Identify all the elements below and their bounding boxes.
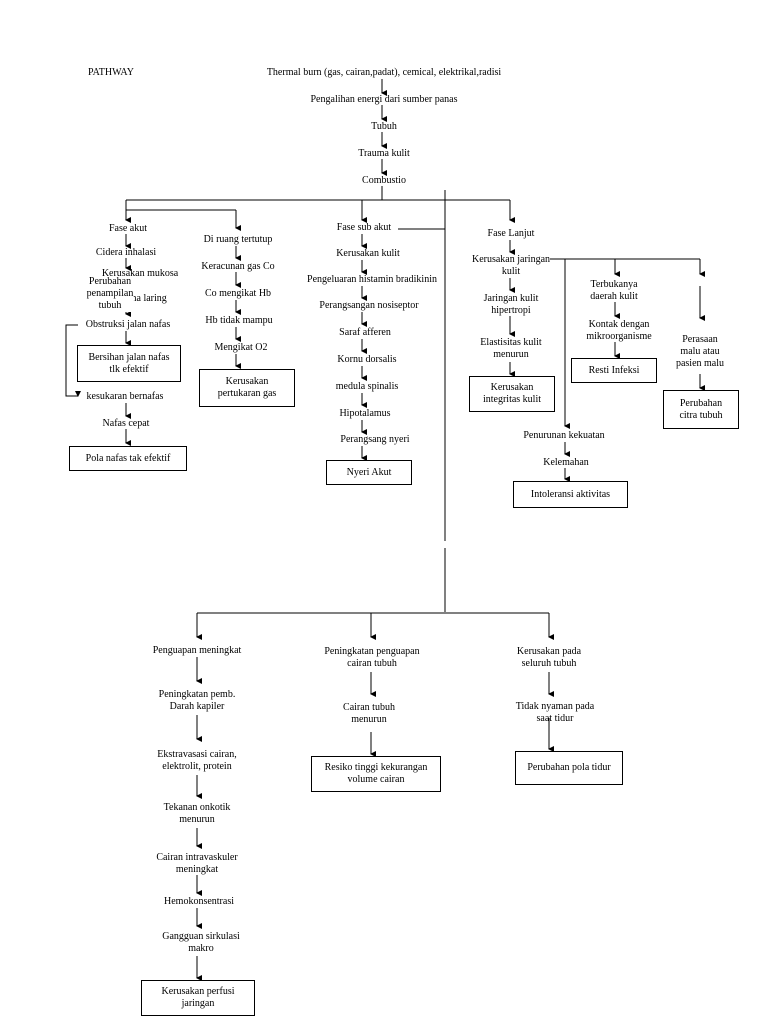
node-combustio: Combustio xyxy=(362,175,406,186)
node-tissue-damage: Kerusakan jaringan kulit xyxy=(471,254,551,277)
node-pain-stimulus: Perangsang nyeri xyxy=(340,434,410,445)
node-breathing-difficulty: kesukaran bernafas xyxy=(86,391,164,402)
node-closed-room: Di ruang tertutup xyxy=(203,234,273,245)
node-macro-circulation: Gangguan sirkulasi makro xyxy=(162,931,240,954)
node-bind-o2: Mengikat O2 xyxy=(214,342,268,353)
node-skin-open: Terbukanya daerah kulit xyxy=(590,279,638,302)
node-capillary-increase: Peningkatan pemb. Darah kapiler xyxy=(158,689,236,712)
node-afferent-nerve: Saraf afferen xyxy=(339,327,391,338)
node-source: Thermal burn (gas, cairan,padat), cemica… xyxy=(266,67,502,78)
node-late-phase: Fase Lanjut xyxy=(487,228,535,239)
node-elasticity-decrease: Elastisitas kulit menurun xyxy=(480,337,542,360)
dx-airway-clearance: Bersihan jalan nafas tlk efektif xyxy=(77,345,181,382)
node-skin-trauma: Trauma kulit xyxy=(358,148,410,159)
node-rapid-breathing: Nafas cepat xyxy=(102,418,150,429)
dx-fluid-volume-risk: Resiko tinggi kekurangan volume cairan xyxy=(311,756,441,792)
node-co-poisoning: Keracunan gas Co xyxy=(201,261,275,272)
dx-breathing-pattern: Pola nafas tak efektif xyxy=(69,446,187,471)
node-nociceptor-stimulation: Perangsangan nosiseptor xyxy=(319,300,419,311)
node-hemoconcentration: Hemokonsentrasi xyxy=(164,896,234,907)
node-skin-damage: Kerusakan kulit xyxy=(336,248,400,259)
node-evaporation-increase: Penguapan meningkat xyxy=(152,645,242,656)
dx-tissue-perfusion: Kerusakan perfusi jaringan xyxy=(141,980,255,1016)
node-mucosa-damage: Kerusakan mukosa xyxy=(101,268,179,279)
node-co-binds-hb: Co mengikat Hb xyxy=(204,288,272,299)
node-energy-transfer: Pengalihan energi dari sumber panas xyxy=(310,94,458,105)
node-oncotic-pressure: Tekanan onkotik menurun xyxy=(163,802,231,825)
dx-gas-exchange: Kerusakan pertukaran gas xyxy=(199,369,295,407)
node-evaporation-fluid: Peningkatan penguapan cairan tubuh xyxy=(324,646,420,669)
node-inhalation-injury: Cidera inhalasi xyxy=(95,247,157,258)
node-subacute-phase: Fase sub akut xyxy=(336,222,392,233)
node-body: Tubuh xyxy=(371,121,397,132)
node-histamine-release: Pengeluaran histamin bradikinin xyxy=(307,274,437,285)
dx-body-image: Perubahan citra tubuh xyxy=(663,390,739,429)
node-whole-body-damage: Kerusakan pada seluruh tubuh xyxy=(516,646,582,669)
dx-sleep-pattern: Perubahan pola tidur xyxy=(515,751,623,785)
dx-skin-integrity: Kerusakan integritas kulit xyxy=(469,376,555,412)
node-sleep-discomfort: Tidak nyaman pada saat tidur xyxy=(515,701,595,724)
node-strength-decrease: Penurunan kekuatan xyxy=(523,430,605,441)
node-acute-phase: Fase akut xyxy=(108,223,148,234)
pathway-title: PATHWAY xyxy=(88,67,134,78)
dx-infection-risk: Resti Infeksi xyxy=(571,358,657,383)
node-microorganism-contact: Kontak dengan mikroorganisme xyxy=(586,319,652,342)
node-intravascular-fluid: Cairan intravaskuler meningkat xyxy=(156,852,238,875)
node-hb-unable: Hb tidak mampu xyxy=(205,315,273,326)
node-hypothalamus: Hipotalamus xyxy=(339,408,391,419)
node-airway-obstruction: Obstruksi jalan nafas xyxy=(85,319,171,331)
node-appearance-change: Perubahan penampilan tubuh xyxy=(86,276,134,312)
node-extravasation: Ekstravasasi cairan, elektrolit, protein xyxy=(157,749,237,772)
node-weakness: Kelemahan xyxy=(543,457,589,468)
dx-acute-pain: Nyeri Akut xyxy=(326,460,412,485)
dx-activity-intolerance: Intoleransi aktivitas xyxy=(513,481,628,508)
node-dorsal-horn: Kornu dorsalis xyxy=(337,354,397,365)
node-fluid-decrease: Cairan tubuh menurun xyxy=(343,702,395,725)
node-hypertrophic-skin: Jaringan kulit hipertropi xyxy=(483,293,539,316)
node-shame-feeling: Perasaan malu atau pasien malu xyxy=(675,334,725,369)
node-spinal-medulla: medula spinalis xyxy=(335,381,399,392)
